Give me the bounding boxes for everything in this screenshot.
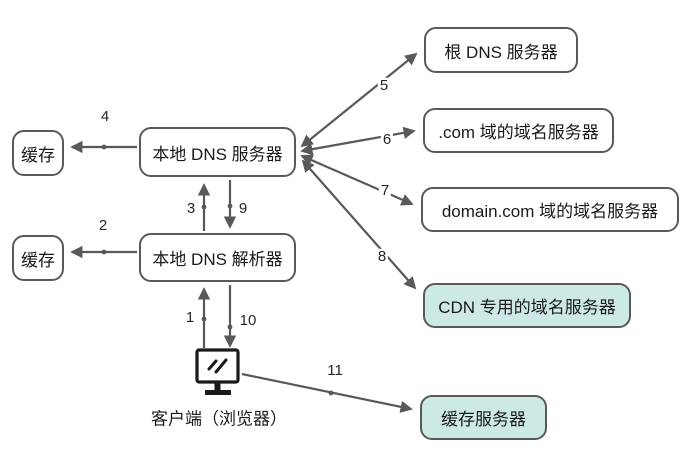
step-label-4: 4 <box>98 107 112 126</box>
node-com-domain-server: .com 域的域名服务器 <box>423 108 614 153</box>
step-label-10: 10 <box>237 311 259 330</box>
client-label: 客户端（浏览器） <box>151 409 287 429</box>
step-label-2: 2 <box>96 216 110 235</box>
step-label-7: 7 <box>378 181 392 200</box>
node-local-dns-resolver: 本地 DNS 解析器 <box>139 233 296 282</box>
edge-midpoint-dots <box>101 144 334 396</box>
step-label-5: 5 <box>377 76 391 95</box>
arrow-step-6 <box>300 126 416 156</box>
step-label-3: 3 <box>184 199 198 218</box>
step-label-11: 11 <box>325 361 345 380</box>
step-label-1: 1 <box>183 308 197 327</box>
node-domain-com-server: domain.com 域的域名服务器 <box>421 187 679 232</box>
step-label-6: 6 <box>380 130 394 149</box>
node-cdn-domain-server: CDN 专用的域名服务器 <box>423 283 631 328</box>
monitor-icon <box>195 348 240 395</box>
node-cache-server: 缓存服务器 <box>420 395 547 440</box>
node-cache-top: 缓存 <box>12 130 64 176</box>
node-local-dns-server: 本地 DNS 服务器 <box>139 127 296 177</box>
step-label-9: 9 <box>236 199 250 218</box>
step-label-8: 8 <box>375 247 389 266</box>
node-root-dns-server: 根 DNS 服务器 <box>424 27 578 73</box>
node-cache-bottom: 缓存 <box>12 235 64 281</box>
arrow-step-5 <box>300 52 418 148</box>
arrow-step-11 <box>241 372 413 413</box>
arrow-step-8 <box>301 159 417 290</box>
